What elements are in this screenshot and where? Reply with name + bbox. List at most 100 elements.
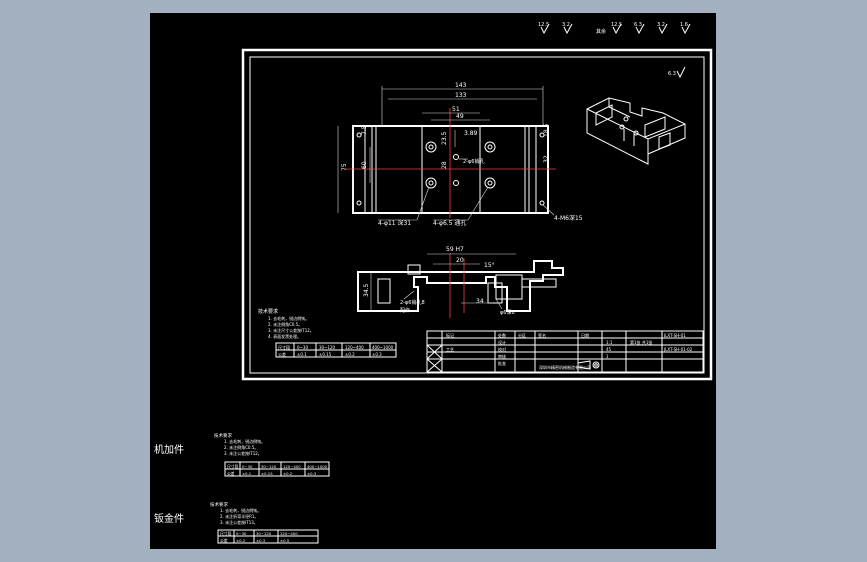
roughness-check-icon [658,23,668,35]
note-item: 3. 未注尺寸公差按IT12。 [268,327,314,333]
dim-inner: 20 [456,257,464,264]
note-item: 1. 去毛刺，锐边倒钝。 [268,315,309,321]
roughness-symbols-top: 12.5 3.2 12.5 6.3 3.2 1.6 其余 [538,22,691,35]
svg-text:1. 去毛刺，锐边倒钝。: 1. 去毛刺，锐边倒钝。 [224,438,265,444]
svg-text:尺寸段: 尺寸段 [278,344,290,350]
svg-text:2. 未注折弯半径R1。: 2. 未注折弯半径R1。 [220,513,258,519]
title-label: 处数 [498,332,506,338]
dim-right-height: 32 [543,155,550,163]
callout-pin-holes: 2-φ6销孔 [463,158,484,165]
callout-section-pin-note: 配作 [400,307,410,314]
svg-text:±0.15: ±0.15 [319,352,332,357]
svg-text:±0.5: ±0.5 [280,538,290,543]
dim-overall-width: 143 [455,82,467,89]
svg-text:0~30: 0~30 [297,345,308,350]
svg-text:3. 未注公差按IT12。: 3. 未注公差按IT12。 [224,450,262,456]
svg-text:400~1000: 400~1000 [372,345,394,350]
callout-bore: φ6深8 [500,309,515,316]
plan-view: 143 133 51 49 75 60 7.5 32 18.5 23.5 28 … [337,82,583,227]
roughness-check-icon [681,23,691,35]
svg-text:设计: 设计 [498,339,506,345]
roughness-value: 3.2 [562,22,570,28]
svg-text:±0.2: ±0.2 [345,352,355,357]
svg-text:120~400: 120~400 [345,345,364,350]
roughness-check-icon [676,66,686,79]
roughness-value: 6.3 [634,22,642,28]
svg-text:尺寸段: 尺寸段 [220,531,232,536]
cad-viewport[interactable]: 12.5 3.2 12.5 6.3 3.2 1.6 其余 6.3 [150,13,716,549]
cad-drawing-canvas[interactable]: 12.5 3.2 12.5 6.3 3.2 1.6 其余 6.3 [150,13,716,549]
svg-text:6.3: 6.3 [668,71,676,77]
dim-fit: 59 H7 [446,246,464,253]
dim-right-small: 18.5 [543,123,550,137]
tolerance-table: 尺寸段 0~30 30~120 120~400 400~1000 公差 ±0.1… [275,342,397,358]
svg-text:±0.1: ±0.1 [297,352,307,357]
projection-symbol-icon [577,360,591,370]
dim-slot-width: 51 [452,106,460,113]
roughness-value: 12.5 [538,22,549,28]
roughness-check-icon [635,23,645,35]
isometric-view [586,97,686,165]
callout-holes-m: 4-φ11 深31 [378,219,411,227]
sheet-value: 第1张 共1张 [630,339,652,345]
title-label: 分区 [518,332,526,338]
center-slot [421,125,481,214]
svg-text:±0.1: ±0.1 [242,471,252,476]
notes-heading: 技术要求 [210,501,228,508]
dim-edge-top: 7.5 [361,125,368,135]
svg-text:2. 未注倒角C0.5。: 2. 未注倒角C0.5。 [224,444,258,450]
section-label: 机加件 [154,443,184,456]
svg-text:±0.2: ±0.2 [236,538,246,543]
svg-text:30~120: 30~120 [261,464,277,469]
dim-bottom: 34 [476,298,484,305]
svg-text:0~30: 0~30 [242,464,253,469]
svg-text:120~400: 120~400 [283,464,301,469]
technical-notes: 技术要求 1. 去毛刺，锐边倒钝。 2. 未注倒角C0.5。 3. 未注尺寸公差… [258,308,314,339]
svg-text:30~120: 30~120 [319,345,336,350]
title-label: 日期 [581,332,589,338]
svg-text:0~30: 0~30 [236,531,247,536]
notes-heading: 技术要求 [258,308,278,315]
svg-text:公差: 公差 [220,538,228,543]
roughness-value: 12.5 [611,22,622,28]
callout-holes-small: 4-φ6.5 通孔 [433,219,466,227]
drawing-border-outer [241,48,713,381]
drawing-number: JLXT-SH-01 [663,333,686,338]
note-item: 2. 未注倒角C0.5。 [268,321,302,327]
title-label: 签名 [538,332,546,338]
part-number: JLXT-SH-01-02 [663,347,693,352]
roughness-other-label: 其余 [596,28,606,35]
title-label: 标记 [446,332,454,338]
svg-text:±0.2: ±0.2 [283,471,293,476]
svg-text:1. 去毛刺，锐边倒钝。: 1. 去毛刺，锐边倒钝。 [220,507,261,513]
svg-text:±0.3: ±0.3 [307,471,317,476]
dim-hole-spacing-x: 49 [456,113,464,120]
dim-angle: 15° [484,262,495,269]
callout-holes-edge: 4-M6深15 [554,214,583,222]
scale-value: 1:1 [606,340,613,345]
roughness-value: 1.6 [680,22,688,28]
lower-section-sheetmetal: 钣金件 技术要求 1. 去毛刺，锐边倒钝。 2. 未注折弯半径R1。 3. 未注… [154,501,319,544]
svg-text:400~1000: 400~1000 [307,464,328,469]
svg-text:尺寸段: 尺寸段 [227,464,239,469]
svg-text:公差: 公差 [278,351,286,357]
svg-text:30~120: 30~120 [256,531,272,536]
svg-text:±0.15: ±0.15 [261,471,273,476]
svg-text:审核: 审核 [498,353,506,359]
svg-text:3. 未注公差按IT13。: 3. 未注公差按IT13。 [220,519,258,525]
dim-hole-spacing-y: 60 [361,161,368,169]
svg-text:±0.3: ±0.3 [256,538,266,543]
svg-text:工艺: 工艺 [446,347,454,352]
dim-offset: 3.89 [464,130,478,137]
section-view: 59 H7 20 15° 34.5 34 2-φ6销孔8 配作 φ6深8 [357,246,564,318]
title-block: 标记 处数 分区 签名 日期 设计 校对 审核 批准 工艺 1:1 45 1 第… [426,330,704,373]
roughness-check-icon [612,23,622,35]
svg-text:校对: 校对 [498,346,506,352]
note-item: 4. 表面发黑处理。 [268,333,301,339]
company-name: 深圳市精密机械制造有限公司 [539,364,591,370]
drawing-border-inner [249,56,705,374]
callout-section-pin: 2-φ6销孔8 [400,299,425,306]
svg-text:±0.3: ±0.3 [372,352,382,357]
material-value: 45 [606,347,612,352]
svg-text:批准: 批准 [498,360,506,366]
